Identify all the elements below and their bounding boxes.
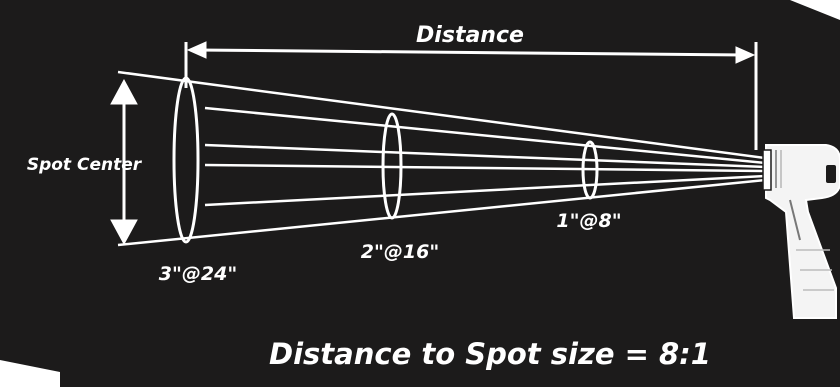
infrared-thermometer-icon [762, 144, 840, 319]
spot-center-label: Spot Center [27, 155, 143, 175]
field-of-view-cone [117, 70, 766, 247]
spot-label-8: 1"@8" [556, 210, 621, 232]
spot-label-24: 3"@24" [159, 263, 237, 285]
distance-arrow-icon [184, 41, 758, 150]
distance-label: Distance [416, 23, 524, 48]
spot-center-arrow-icon [110, 78, 138, 246]
spot-ellipse-8 [581, 140, 599, 200]
spot-label-16: 2"@16" [361, 241, 439, 263]
ratio-caption: Distance to Spot size = 8:1 [269, 337, 711, 371]
spot-ellipse-16 [381, 112, 403, 220]
